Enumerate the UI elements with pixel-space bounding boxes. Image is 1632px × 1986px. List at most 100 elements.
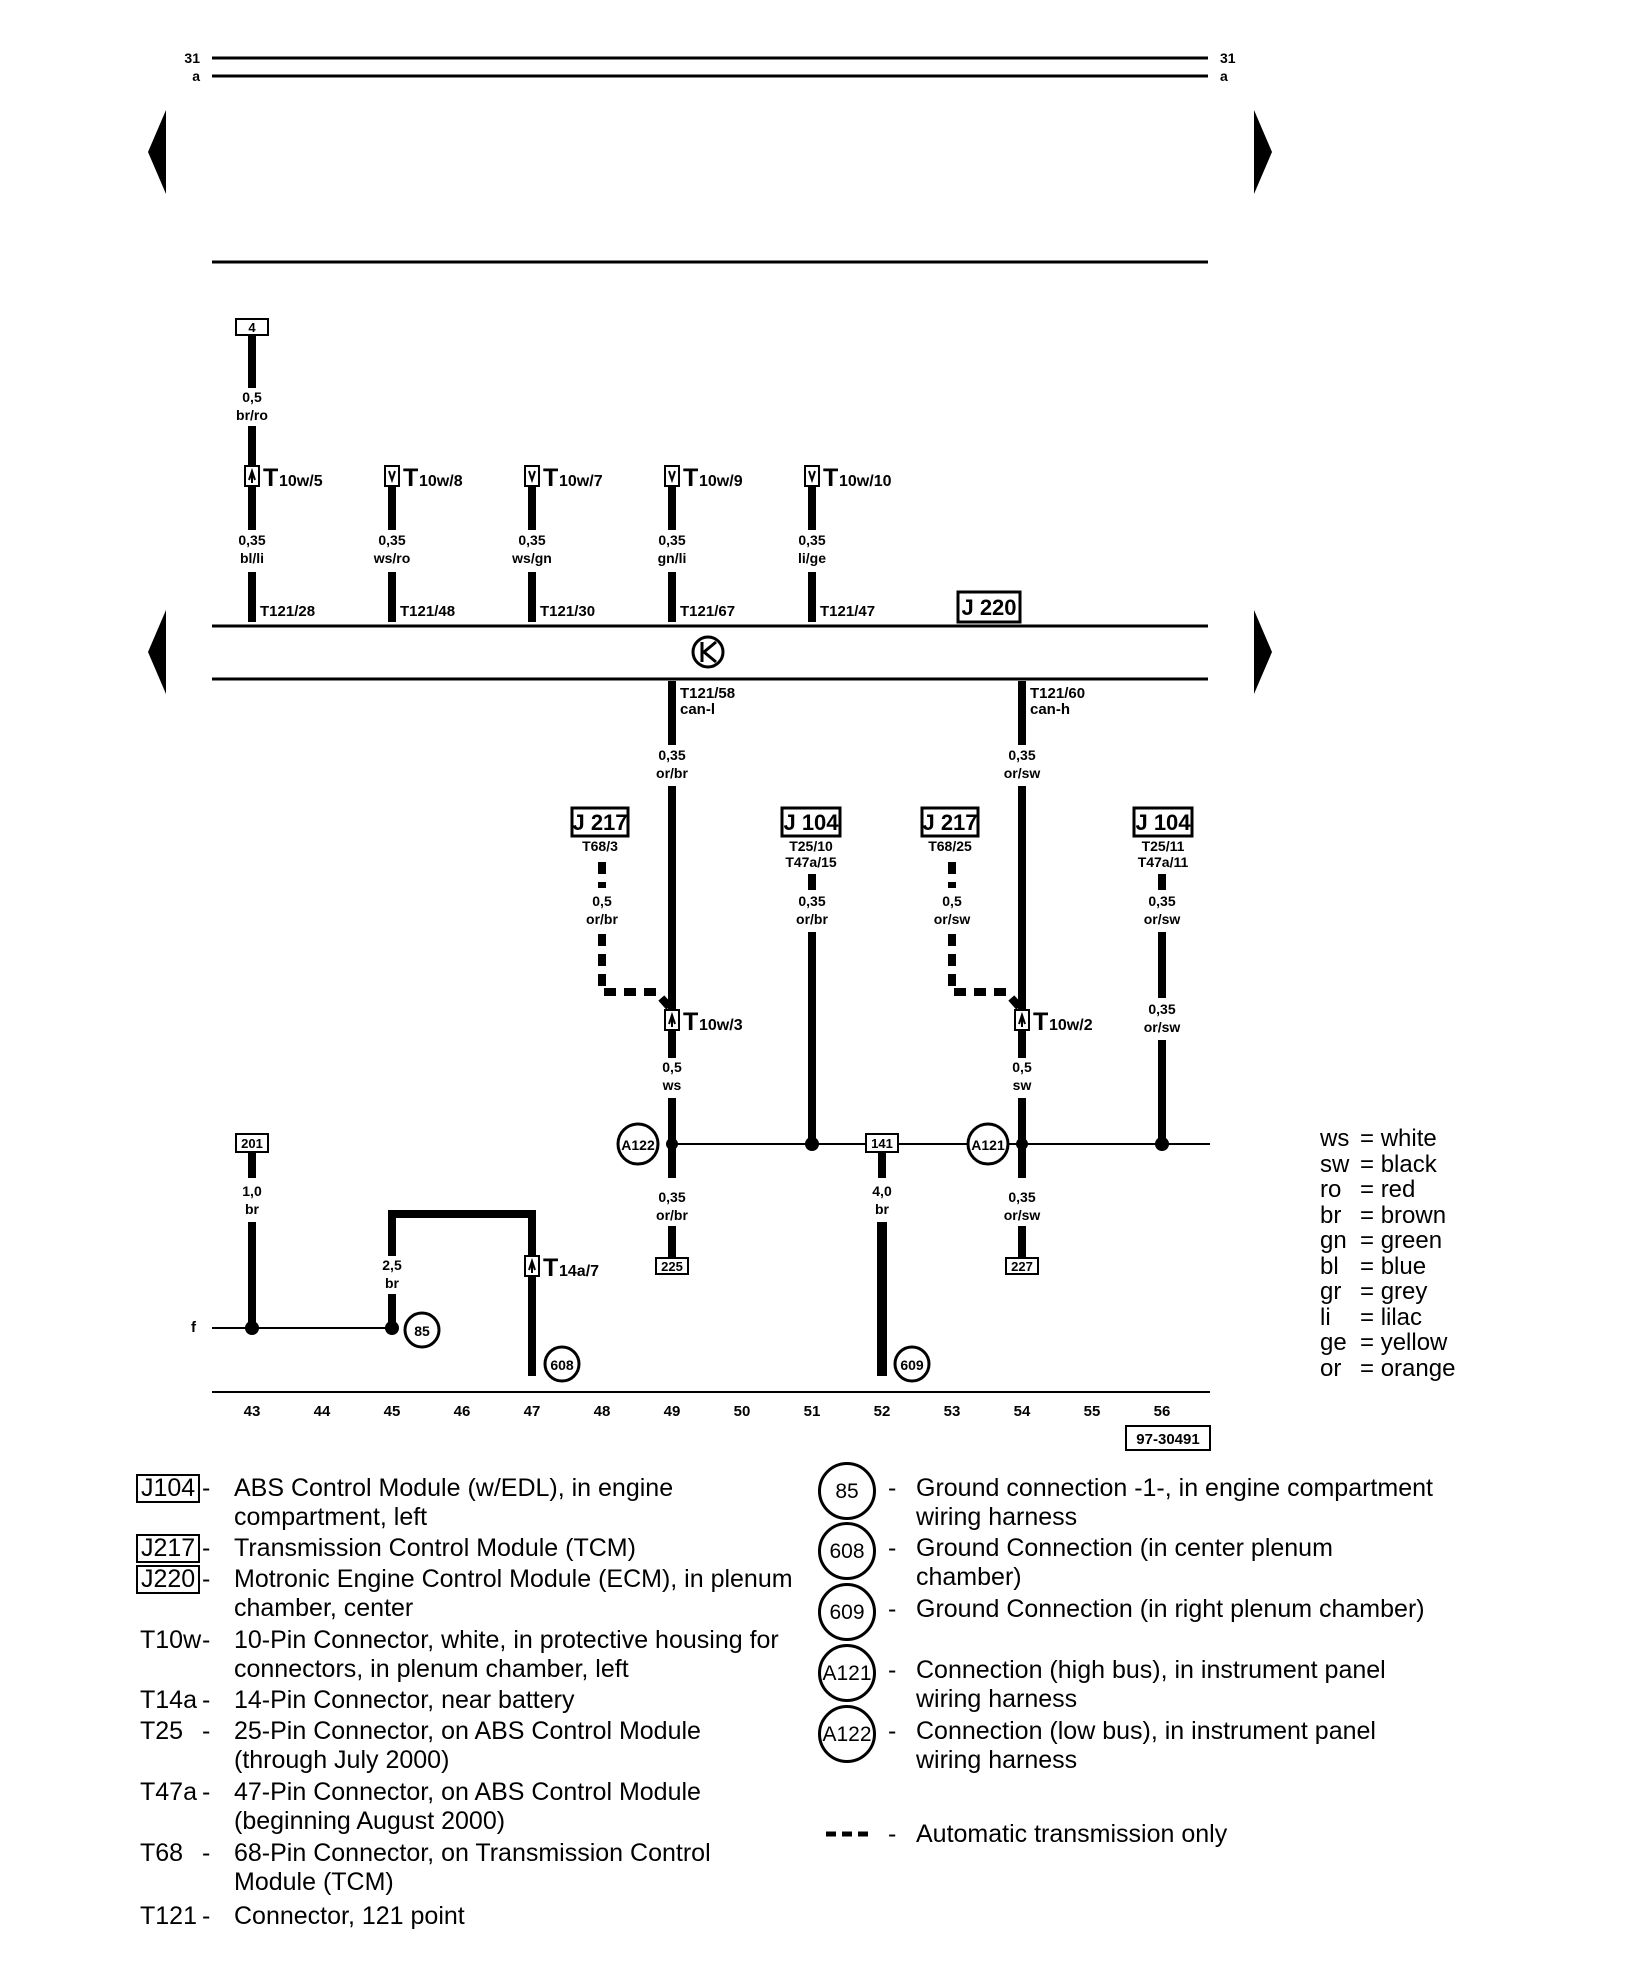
j104-right-label: J 104 xyxy=(1135,810,1191,835)
wire-14-color: ws xyxy=(662,1077,682,1093)
wire-11-color: or/sw xyxy=(934,911,971,927)
ground-icon: 608 xyxy=(818,1522,876,1580)
track-number: 56 xyxy=(1154,1403,1171,1420)
t10w-8-label: 10w/8 xyxy=(419,473,463,490)
svg-text:T: T xyxy=(1033,1008,1048,1036)
wire-18-gauge: 1,0 xyxy=(242,1183,262,1199)
t10w-5-connector: T 10w/5 xyxy=(244,464,323,492)
ground-608-icon xyxy=(543,1345,581,1383)
track-number: 52 xyxy=(874,1403,891,1420)
track-number: 51 xyxy=(804,1403,821,1420)
previous-page-arrow-top[interactable] xyxy=(148,110,166,194)
track-number: 50 xyxy=(734,1403,751,1420)
fuse-141-label: 141 xyxy=(871,1136,893,1151)
pin-t121-28: T121/28 xyxy=(260,603,315,620)
track-number: 45 xyxy=(384,1403,401,1420)
j217-left-box xyxy=(570,806,630,838)
legend-desc: Ground Connection (in center plenum cham… xyxy=(916,1534,1333,1591)
a121-label: A121 xyxy=(971,1137,1005,1153)
svg-text:T: T xyxy=(683,1008,698,1036)
wire-17-color: or/sw xyxy=(1004,1207,1041,1223)
wire-17-gauge: 0,35 xyxy=(1008,1189,1035,1205)
bus-a-left: a xyxy=(192,68,200,84)
top-bus: 31 a 31 a xyxy=(184,50,1235,84)
color-legend-row: ro= red xyxy=(1320,1176,1416,1203)
j220-box xyxy=(956,590,1022,624)
previous-page-arrow-mid[interactable] xyxy=(148,610,166,694)
j104-right-pin-1: T25/11 xyxy=(1142,838,1185,854)
wire-color-legend: ws= white sw= black ro= red br= brown gn… xyxy=(1320,1126,1455,1381)
bus-a-right: a xyxy=(1220,68,1228,84)
legend-code: J220 xyxy=(136,1565,201,1594)
wire-4-gauge: 0,35 xyxy=(518,532,545,548)
fuse-225-label: 225 xyxy=(661,1259,683,1274)
color-legend-row: li= lilac xyxy=(1320,1303,1423,1331)
legend-desc: Connector, 121 point xyxy=(234,1902,465,1930)
color-legend-row: sw= black xyxy=(1320,1150,1437,1178)
wire-6-gauge: 0,35 xyxy=(798,532,825,548)
svg-text:T: T xyxy=(683,464,698,492)
wire-4-color: ws/gn xyxy=(511,550,552,566)
fuse-227 xyxy=(1005,1257,1039,1275)
j104-right-box xyxy=(1132,806,1194,838)
legend-desc: Connection (high bus), in instrument pan… xyxy=(916,1656,1386,1713)
legend-code: T47a xyxy=(140,1778,197,1806)
j104-right-pin-2: T47a/11 xyxy=(1138,854,1189,870)
j217-left-label: J 217 xyxy=(572,810,627,835)
wire-13-color: or/sw xyxy=(1144,1019,1181,1035)
legend-desc: Motronic Engine Control Module (ECM), in… xyxy=(234,1565,793,1622)
ground-609-icon xyxy=(893,1345,931,1383)
pin-t121-48: T121/48 xyxy=(400,603,455,620)
ground-icon: 609 xyxy=(818,1583,876,1641)
dashed-line-icon xyxy=(826,1831,872,1837)
wire-19-color: br xyxy=(385,1275,400,1291)
junction-icon: A122 xyxy=(818,1705,876,1763)
pin-t121-58: T121/58 xyxy=(680,685,735,702)
a121-junction-icon xyxy=(966,1122,1010,1166)
legend-code: T14a xyxy=(140,1686,197,1714)
wire-12-gauge: 0,35 xyxy=(1148,893,1175,909)
legend-code: T25 xyxy=(140,1717,184,1745)
legend-code: J217 xyxy=(136,1534,201,1563)
legend-desc: 47-Pin Connector, on ABS Control Module … xyxy=(234,1778,701,1835)
ecm-module xyxy=(212,624,1208,681)
legend-code: T68 xyxy=(140,1839,184,1867)
t10w-10-label: 10w/10 xyxy=(839,473,892,490)
legend-desc: 14-Pin Connector, near battery xyxy=(234,1686,575,1714)
wire-20-color: br xyxy=(875,1201,890,1217)
t10w-2-label: 10w/2 xyxy=(1049,1017,1093,1034)
t10w-7-connector: T 10w/7 xyxy=(524,464,603,492)
bus-31-left: 31 xyxy=(184,50,200,66)
wire-3-gauge: 0,35 xyxy=(378,532,405,548)
next-page-arrow-mid[interactable] xyxy=(1254,610,1272,694)
fuse-201-label: 201 xyxy=(241,1136,263,1151)
legend-desc: Ground Connection (in right plenum chamb… xyxy=(916,1595,1425,1623)
wire-5-color: gn/li xyxy=(658,550,687,566)
fuse-4-label: 4 xyxy=(248,320,256,335)
svg-text:T: T xyxy=(403,464,418,492)
wire-14-gauge: 0,5 xyxy=(662,1059,682,1075)
legend-desc: Transmission Control Module (TCM) xyxy=(234,1534,636,1562)
color-legend-row: gn= green xyxy=(1320,1227,1443,1254)
j104-left-box xyxy=(780,806,842,838)
wire-2-color: bl/li xyxy=(240,550,264,566)
a122-label: A122 xyxy=(621,1137,655,1153)
t14a-7-label: 14a/7 xyxy=(559,1263,599,1280)
t10w-7-label: 10w/7 xyxy=(559,473,603,490)
wire-16-gauge: 0,35 xyxy=(658,1189,685,1205)
next-page-arrow-top[interactable] xyxy=(1254,110,1272,194)
pin-t121-47: T121/47 xyxy=(820,603,875,620)
track-number: 47 xyxy=(524,1403,541,1420)
wire-13-gauge: 0,35 xyxy=(1148,1001,1175,1017)
pin-t121-60-signal: can-h xyxy=(1030,701,1070,718)
track-number: 46 xyxy=(454,1403,471,1420)
svg-text:T: T xyxy=(263,464,278,492)
wire-19-gauge: 2,5 xyxy=(382,1257,402,1273)
j217-right-box xyxy=(920,806,980,838)
t10w-9-label: 10w/9 xyxy=(699,473,743,490)
legend-desc: ABS Control Module (w/EDL), in engine co… xyxy=(234,1474,674,1531)
track-number: 44 xyxy=(314,1403,331,1420)
wire-15-gauge: 0,5 xyxy=(1012,1059,1032,1075)
wire-1-color: br/ro xyxy=(236,407,268,423)
